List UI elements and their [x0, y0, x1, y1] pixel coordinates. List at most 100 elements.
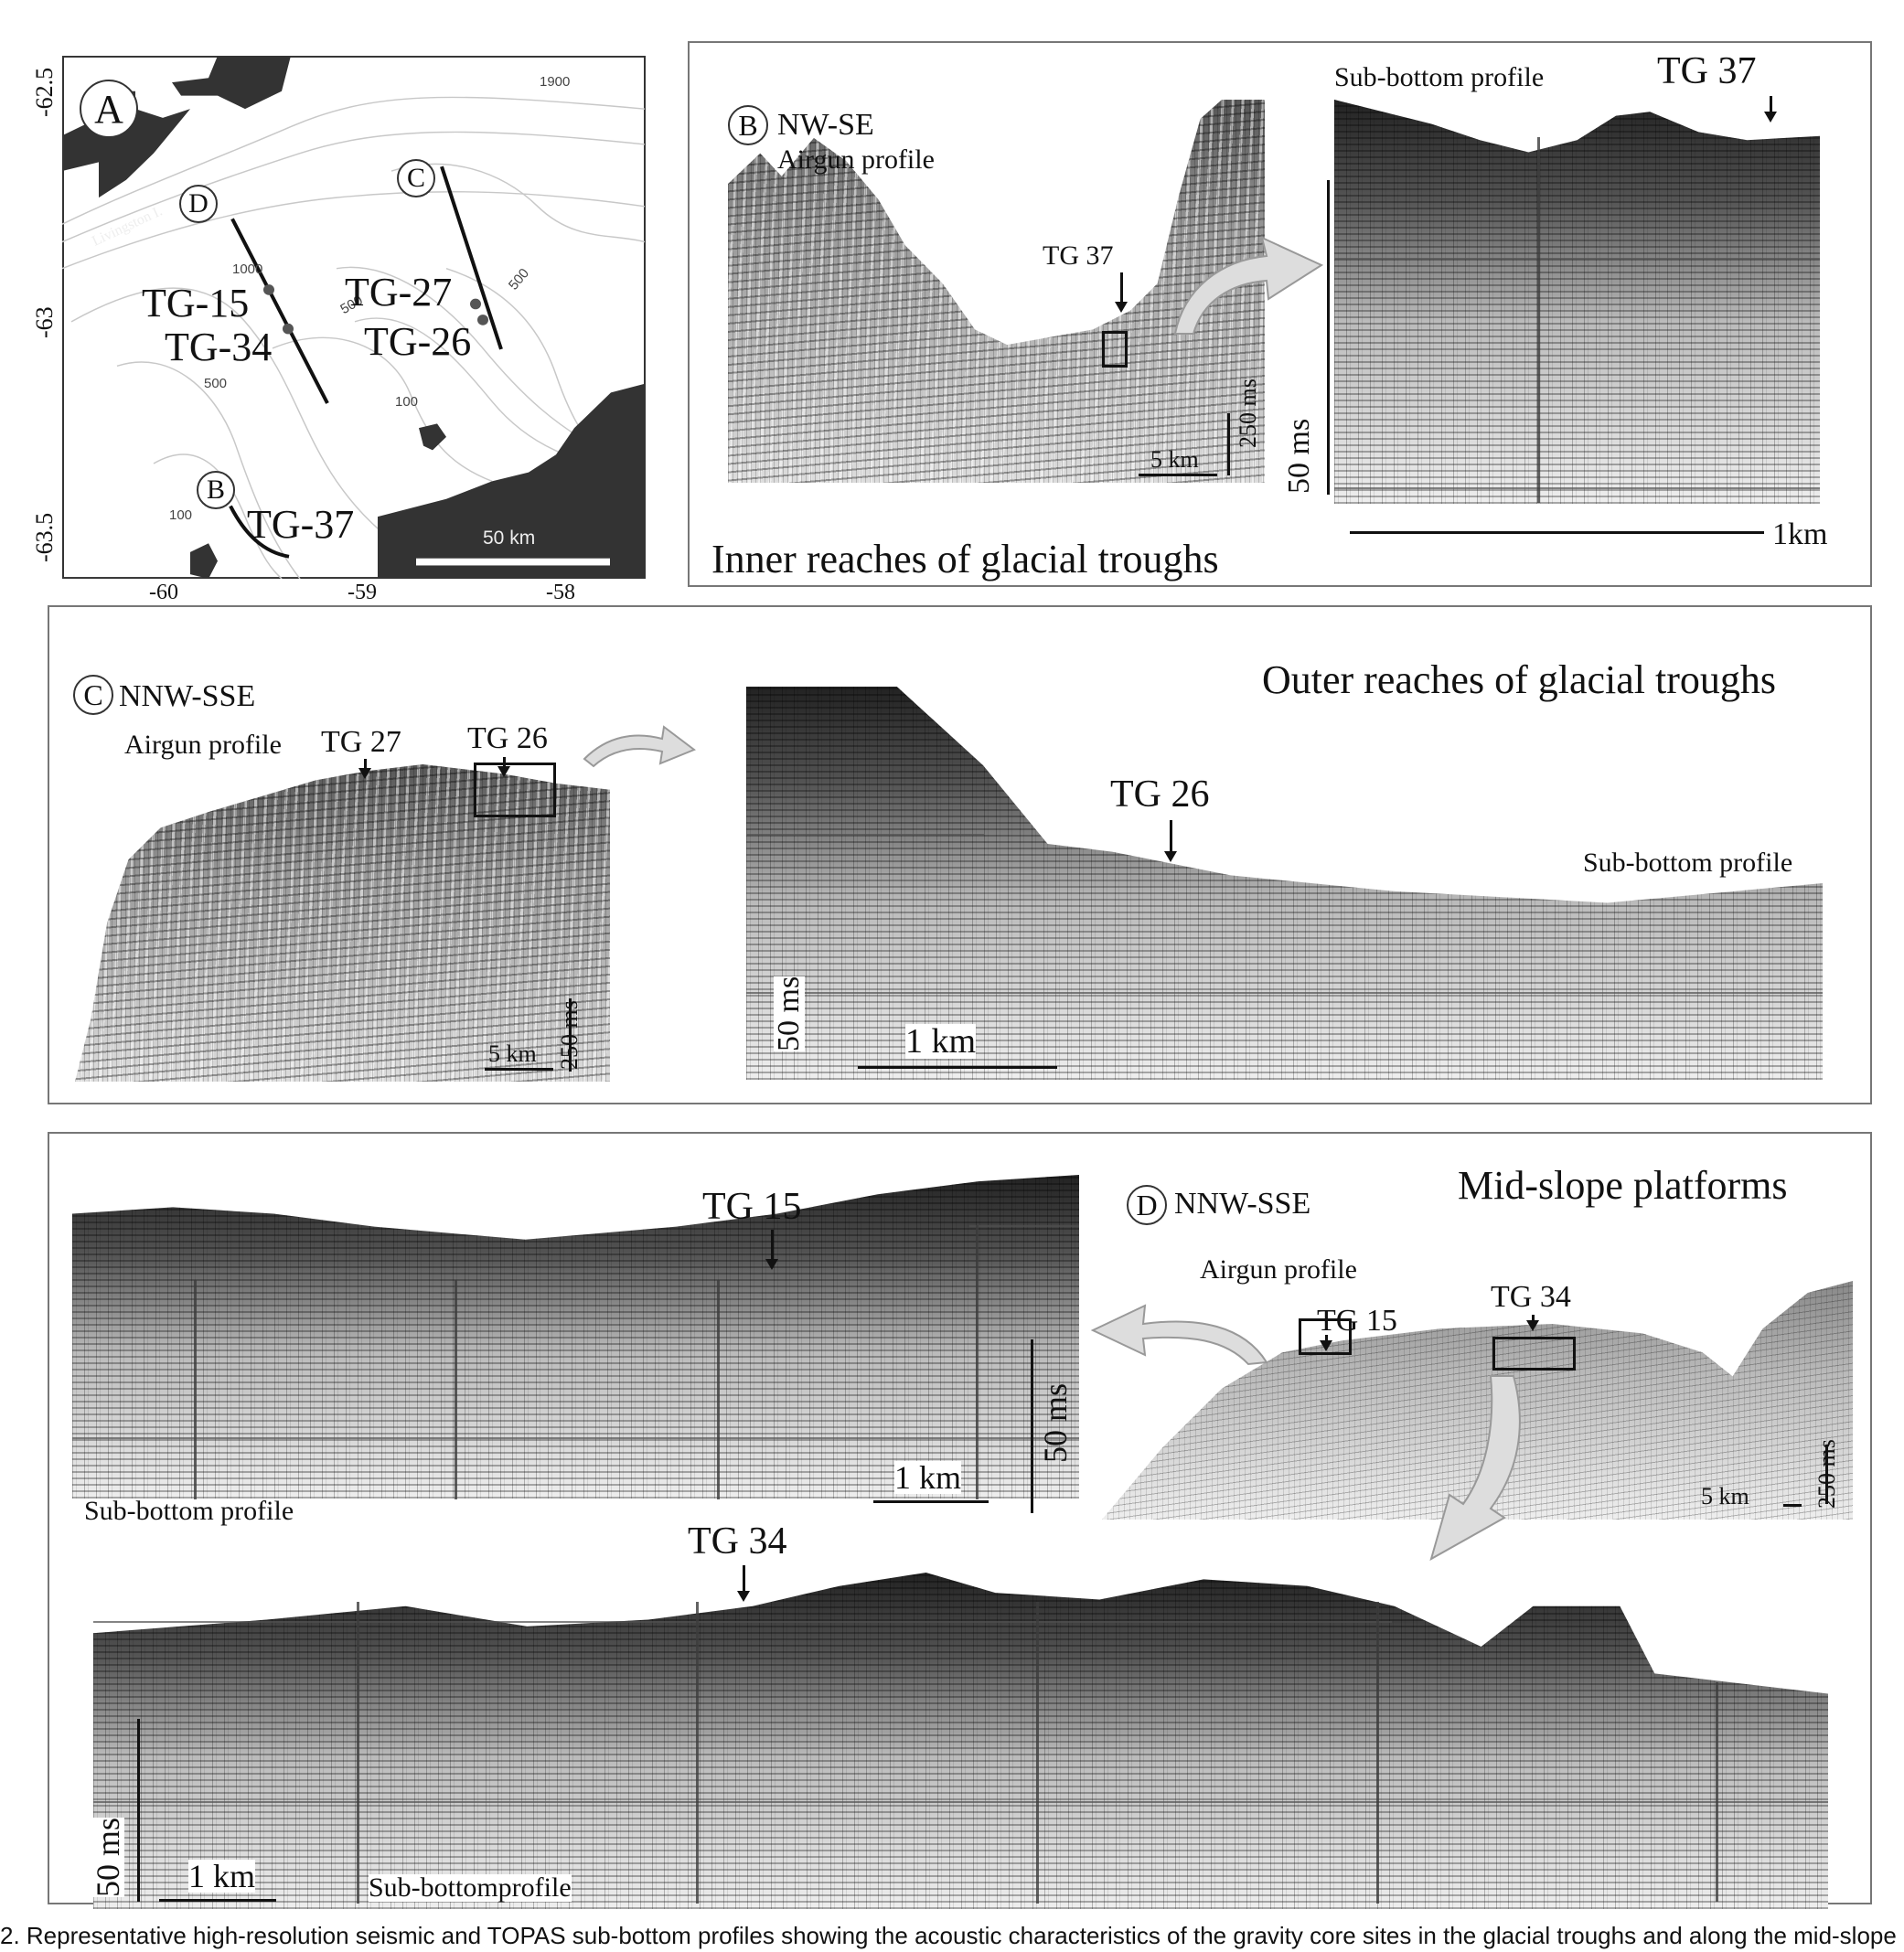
site-label: TG-15: [142, 281, 250, 325]
site-label: TG 26: [467, 721, 548, 755]
site-label: TG 37: [1043, 240, 1114, 271]
vertical-scale-label: 50 ms: [1282, 418, 1316, 494]
gridline: [969, 1225, 1079, 1227]
gridline: [746, 834, 984, 836]
horizontal-scale-bar: [1139, 474, 1217, 476]
sub-site-label: TG 15: [702, 1186, 802, 1228]
profile-direction: NW-SE: [777, 108, 874, 142]
horizontal-scale-bar: [1350, 531, 1764, 534]
x-tick: -59: [348, 581, 377, 604]
panel-title: Outer reaches of glacial troughs: [1262, 657, 1776, 702]
site-arrow-icon: [1320, 1335, 1332, 1351]
horizontal-scale-label: 5 km: [488, 1040, 537, 1067]
vertical-scale-bar: [569, 998, 572, 1072]
scale-label: 50 km: [483, 528, 536, 549]
contour-label: 100: [169, 507, 193, 523]
sub-site-label: TG 26: [1110, 773, 1210, 816]
gridline: [93, 1621, 1392, 1623]
profile-lines: [229, 165, 503, 559]
gridline: [1376, 1602, 1379, 1904]
horizontal-scale-label: 1km: [1772, 517, 1828, 551]
sub-bottom-location-box: [474, 763, 556, 817]
curved-arrow-icon: [1429, 1375, 1521, 1562]
panel-c-label: C: [73, 675, 113, 715]
panel-d-label: D: [1127, 1185, 1167, 1225]
gridline: [746, 992, 1823, 994]
horizontal-scale-label: 1 km: [188, 1858, 256, 1894]
contour-label: 100: [395, 394, 419, 410]
contour-label: 1000: [232, 261, 263, 277]
gridline: [696, 1602, 699, 1904]
site-label: TG-27: [345, 270, 453, 315]
x-tick: -60: [149, 581, 178, 604]
profile-type: Airgun profile: [124, 730, 282, 760]
curved-arrow-icon: [1090, 1304, 1268, 1366]
vertical-scale-label: 250 ms: [1813, 1439, 1840, 1509]
site-label: TG 27: [321, 725, 401, 759]
panel-title: Mid-slope platforms: [1458, 1163, 1788, 1208]
sub-bottom-title: Sub-bottom profile: [1583, 848, 1793, 878]
sub-bottom-location-box: [1299, 1318, 1352, 1355]
horizontal-scale-label: 5 km: [1150, 446, 1199, 473]
gridline: [717, 1280, 720, 1499]
sub-bottom-title: Sub-bottom profile: [1334, 62, 1545, 92]
profile-direction: NNW-SSE: [1174, 1187, 1311, 1221]
sub-site-label: TG 37: [1657, 50, 1757, 92]
site-label: TG-26: [364, 319, 472, 364]
vertical-scale-bar: [1825, 1445, 1828, 1504]
panel-a-label: A: [80, 80, 138, 138]
horizontal-scale-label: 1 km: [894, 1459, 962, 1496]
vertical-scale-label: 250 ms: [1235, 379, 1261, 448]
horizontal-scale-bar: [873, 1500, 989, 1503]
gridline: [194, 1280, 197, 1499]
sub-bottom-profile-image: [93, 1573, 1828, 1909]
profile-d-label: D: [179, 185, 218, 223]
sub-bottom-profile-image: [1334, 100, 1820, 504]
profile-type: Airgun profile: [777, 144, 935, 175]
panel-b-label: B: [728, 105, 768, 145]
site-label: TG-34: [165, 325, 273, 369]
y-tick: -63: [31, 306, 58, 338]
profile-type: Airgun profile: [1200, 1254, 1357, 1285]
sub-site-label: TG 34: [688, 1520, 787, 1563]
y-tick: -62.5: [31, 67, 58, 117]
vertical-scale-bar: [1031, 1339, 1033, 1513]
vertical-scale-bar: [1227, 413, 1230, 475]
sub-bottom-location-box: [1492, 1337, 1576, 1371]
site-arrow-icon: [1764, 96, 1777, 123]
sub-bottom-title: Sub-bottomprofile: [369, 1872, 572, 1903]
curved-arrow-icon: [583, 725, 697, 768]
core-site-markers: [263, 284, 488, 335]
horizontal-scale-label: 1 km: [905, 1022, 977, 1061]
horizontal-scale-bar: [858, 1066, 1057, 1069]
vertical-scale-label: 250 ms: [556, 1000, 583, 1070]
profile-c-label: C: [397, 159, 435, 197]
gridline: [357, 1602, 359, 1904]
horizontal-scale-bar: [159, 1899, 276, 1902]
site-arrow-icon: [1115, 272, 1128, 313]
gridline: [1334, 487, 1820, 489]
site-arrow-icon: [1526, 1315, 1539, 1331]
vertical-scale-label: 50 ms: [772, 976, 806, 1051]
gridline: [1334, 258, 1820, 260]
gridline: [976, 1225, 979, 1499]
scale-bar: [416, 558, 610, 566]
contour-label: 1900: [540, 74, 571, 90]
panel-title: Inner reaches of glacial troughs: [711, 537, 1219, 581]
vertical-scale-bar: [1327, 180, 1330, 495]
site-label: TG 34: [1491, 1280, 1571, 1314]
x-tick: -58: [546, 581, 575, 604]
site-arrow-icon: [737, 1565, 750, 1602]
y-tick: -63.5: [31, 512, 58, 562]
horizontal-scale-bar: [485, 1068, 553, 1071]
gridline: [1036, 1602, 1039, 1904]
sub-bottom-title: Sub-bottom profile: [84, 1496, 294, 1526]
curved-arrow-icon: [1173, 236, 1324, 335]
horizontal-scale-label: 5 km: [1701, 1483, 1749, 1509]
gridline: [455, 1280, 457, 1499]
gridline: [1537, 137, 1540, 503]
vertical-scale-label: 50 ms: [90, 1817, 126, 1897]
bathymetry-map: [62, 56, 646, 579]
land-masses: [62, 56, 645, 579]
profile-b-label: B: [197, 471, 235, 509]
